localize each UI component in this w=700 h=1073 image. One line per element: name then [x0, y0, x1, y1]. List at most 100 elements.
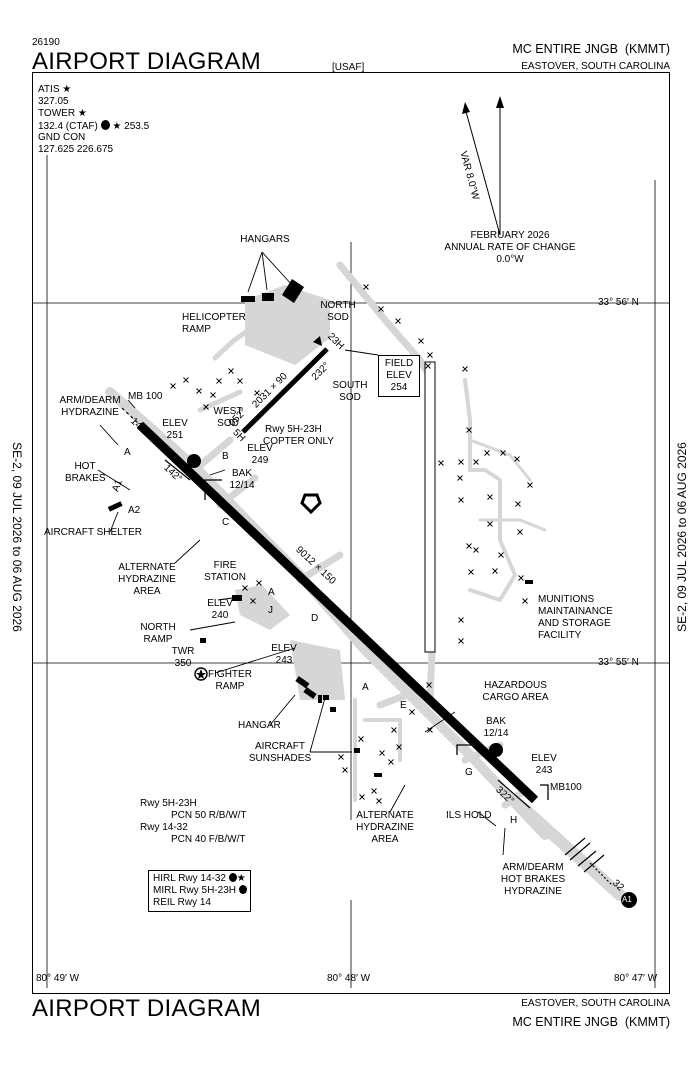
obstruction-x	[492, 568, 498, 574]
obstruction-x	[438, 460, 444, 466]
obstruction-x	[466, 543, 472, 549]
obstruction-x	[359, 794, 365, 800]
agency-label: [USAF]	[332, 62, 365, 73]
footer-title: AIRPORT DIAGRAM	[32, 995, 261, 1022]
ils-hold-label: ILS HOLD	[446, 810, 492, 821]
hangar-buildings	[107, 279, 533, 777]
hirl-text: HIRL Rwy 14-32	[153, 873, 226, 884]
munitions-taxi-3	[478, 518, 547, 532]
twr-building	[200, 638, 206, 643]
obstruction-x	[203, 404, 209, 410]
obstruction-x	[396, 744, 402, 750]
taxiway-b-label: B	[222, 451, 229, 462]
sunshade-4	[374, 773, 382, 777]
runway-5h-23h	[241, 347, 329, 434]
obstruction-x	[216, 378, 222, 384]
windcone-symbol	[300, 493, 322, 515]
north-ramp-label: NORTH RAMP	[140, 622, 176, 645]
airport-name-header: MC ENTIRE JNGB (KMMT)	[512, 42, 670, 56]
hot-brakes-label: HOT BRAKES	[65, 461, 106, 484]
hangar-2	[262, 293, 274, 301]
taxiway-j-label: J	[268, 605, 273, 616]
obstruction-x	[487, 521, 493, 527]
obstruction-x	[458, 638, 464, 644]
diagram-frame	[32, 72, 670, 994]
munitions-taxi-2	[468, 438, 532, 482]
obstruction-x	[515, 501, 521, 507]
tower-symbol	[194, 667, 208, 681]
arm-dearm-bottom-label: ARM/DEARM HOT BRAKES HYDRAZINE	[500, 862, 566, 897]
page-title: AIRPORT DIAGRAM	[32, 48, 261, 75]
magnetic-variation-arrows	[462, 96, 504, 236]
obstruction-x	[378, 306, 384, 312]
hangar-south-2	[303, 687, 317, 699]
helicopter-ramp	[245, 285, 330, 365]
reil-text: REIL Rwy 14	[153, 897, 211, 908]
lat-bottom: 33° 55′ N	[598, 657, 639, 668]
obstruction-x	[342, 767, 348, 773]
obstruction-x	[527, 482, 533, 488]
elev-240-label: ELEV 240	[207, 598, 233, 621]
variation-date: FEBRUARY 2026	[470, 230, 550, 241]
obstruction-x	[522, 598, 528, 604]
sod-strip	[424, 361, 436, 653]
runway-14-32	[136, 421, 539, 804]
obstruction-x	[242, 585, 248, 591]
aircraft-shelter-label: AIRCRAFT SHELTER	[44, 527, 142, 538]
lighting-box: HIRL Rwy 14-32 ★ MIRL Rwy 5H-23H REIL Rw…	[148, 870, 251, 912]
obstruction-x	[498, 552, 504, 558]
lat-top: 33° 56′ N	[598, 297, 639, 308]
obstruction-x	[254, 390, 260, 396]
obstruction-x	[458, 617, 464, 623]
taxiway-e-label: E	[400, 700, 407, 711]
validity-right: SE-2, 09 JUL 2026 to 06 AUG 2026	[675, 442, 689, 632]
elev-243-east-label: ELEV 243	[531, 753, 557, 776]
fighter-ramp-label: FIGHTER RAMP	[208, 669, 252, 692]
copter-note-1: Rwy 5H-23H	[265, 424, 322, 435]
aircraft-shelter-bar	[107, 501, 123, 512]
obstruction-x	[183, 377, 189, 383]
obstruction-x	[458, 459, 464, 465]
arm-dearm-top-label: ARM/DEARM HYDRAZINE	[59, 395, 121, 418]
obstruction-x	[237, 378, 243, 384]
obstruction-x	[466, 427, 472, 433]
taxiway-a-label-1: A	[124, 447, 131, 458]
obstruction-x	[388, 759, 394, 765]
footer-location: EASTOVER, SOUTH CAROLINA	[521, 998, 670, 1009]
bak-bottom-label: BAK 12/14	[483, 716, 509, 739]
variation-rate: 0.0°W	[496, 254, 524, 265]
airport-name: MC ENTIRE JNGB	[512, 42, 618, 56]
elev-243-west-label: ELEV 243	[271, 643, 297, 666]
obstruction-x	[196, 388, 202, 394]
west-sod-label: WEST SOD	[213, 406, 243, 429]
obstruction-x	[338, 754, 344, 760]
hangar-south-1	[295, 676, 310, 689]
obstruction-x	[170, 383, 176, 389]
taxiway-a-label-2: A	[268, 587, 275, 598]
airport-location: EASTOVER, SOUTH CAROLINA	[521, 61, 670, 72]
obstruction-x	[473, 459, 479, 465]
obstruction-x	[487, 494, 493, 500]
obstruction-x	[395, 318, 401, 324]
taxiway-e	[376, 686, 424, 709]
obstruction-x	[514, 456, 520, 462]
south-taxi-2	[363, 718, 402, 762]
obstruction-x	[391, 727, 397, 733]
munitions-taxi	[463, 378, 517, 602]
copter-note-2: COPTER ONLY	[263, 436, 334, 447]
munitions-facility-label: MUNITIONS MAINTAINANCE AND STORAGE FACIL…	[538, 594, 613, 641]
obstruction-x	[484, 450, 490, 456]
hangar-3	[282, 279, 304, 303]
tower-extra: ★ 253.5	[112, 121, 150, 132]
munitions-bldg	[525, 580, 533, 584]
runway-14-threshold	[121, 407, 140, 425]
obstruction-x	[371, 788, 377, 794]
taxiway-g-label: G	[465, 767, 473, 778]
grid-lines	[32, 155, 670, 988]
elev-240-building	[232, 595, 242, 601]
obstruction-x	[358, 736, 364, 742]
a1-label: A1	[622, 895, 632, 904]
lighting-icon	[238, 885, 247, 894]
south-sod-label: SOUTH SOD	[332, 380, 368, 403]
